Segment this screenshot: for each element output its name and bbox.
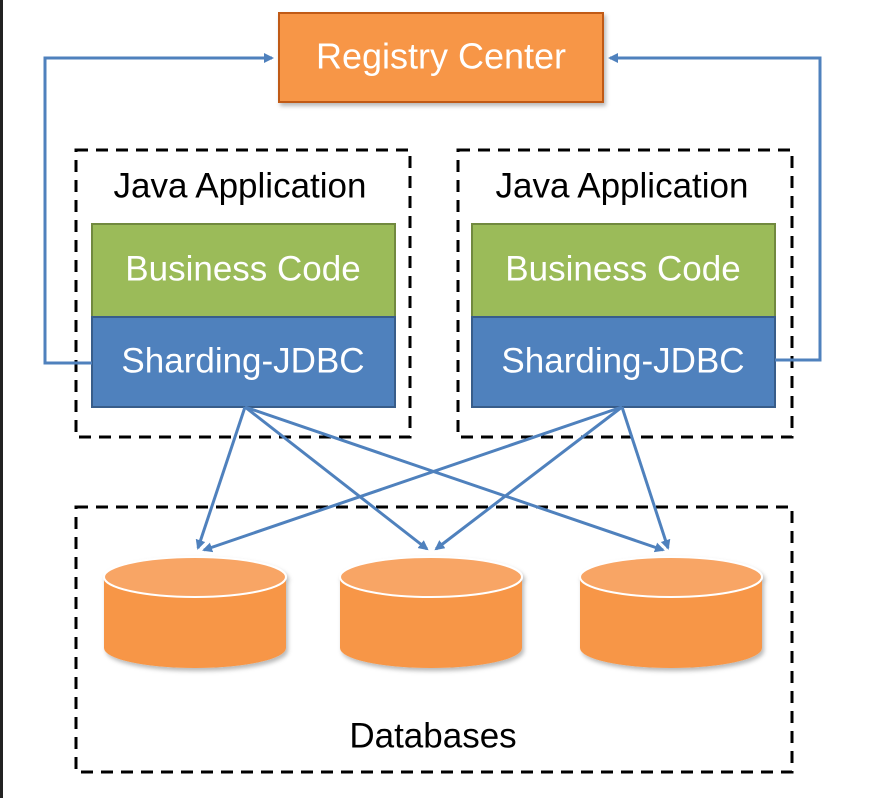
java-application-right-border xyxy=(456,148,794,439)
database-cylinder-2-body xyxy=(340,577,522,668)
registry-arrow-left xyxy=(43,53,274,365)
database-cylinder-2-top xyxy=(339,556,523,598)
java-application-left-border xyxy=(74,148,412,439)
java-application-right: Java Application Business Code Sharding-… xyxy=(456,148,794,439)
arrow-right-to-db2 xyxy=(434,405,623,551)
database-connectors xyxy=(195,405,671,553)
database-cylinder-1-top xyxy=(103,556,287,598)
arrow-left-to-db1 xyxy=(195,406,247,550)
arrow-left-to-db2 xyxy=(244,405,429,551)
arrow-left-to-db3 xyxy=(244,405,665,553)
arrow-right-to-db1 xyxy=(202,405,623,553)
databases-group: Databases xyxy=(74,505,794,774)
business-code-left-box xyxy=(91,223,396,318)
databases-label: Databases xyxy=(349,716,516,755)
database-cylinder-3-body xyxy=(580,577,762,668)
java-application-left: Java Application Business Code Sharding-… xyxy=(74,148,412,439)
database-cylinder-2 xyxy=(339,556,523,668)
java-application-right-title: Java Application xyxy=(496,166,749,205)
business-code-left-label: Business Code xyxy=(125,249,360,288)
database-cylinder-3-top xyxy=(579,556,763,598)
java-application-left-title: Java Application xyxy=(114,166,367,205)
registry-center-node: Registry Center xyxy=(278,12,604,103)
business-code-right-label: Business Code xyxy=(505,249,740,288)
databases-border xyxy=(74,505,794,774)
arrow-right-to-db3 xyxy=(620,406,671,550)
registry-arrow-right xyxy=(608,53,822,362)
database-cylinder-1 xyxy=(103,556,287,668)
database-cylinder-3 xyxy=(579,556,763,668)
database-cylinder-1-body xyxy=(104,577,286,668)
sharding-jdbc-right-box xyxy=(471,316,776,408)
registry-connectors xyxy=(43,53,822,365)
sharding-jdbc-left-label: Sharding-JDBC xyxy=(121,341,364,380)
registry-center-box xyxy=(278,12,604,103)
sharding-jdbc-right-label: Sharding-JDBC xyxy=(501,341,744,380)
left-border xyxy=(0,0,3,798)
registry-center-label: Registry Center xyxy=(316,36,566,77)
business-code-right-box xyxy=(471,223,776,318)
